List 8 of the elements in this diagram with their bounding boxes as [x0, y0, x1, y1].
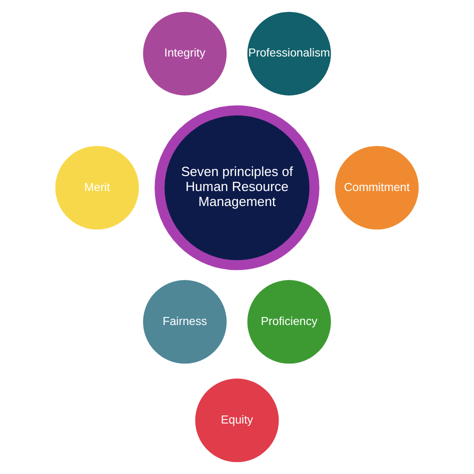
node-circle: Merit [55, 146, 139, 230]
node-circle: Commitment [335, 146, 419, 230]
node-circle: Fairness [143, 280, 227, 364]
node-circle: Proficiency [247, 280, 331, 364]
node-circle: Seven principles of Human Resource Management [154, 105, 320, 270]
node-circle: Integrity [143, 12, 227, 96]
node-circle: Professionalism [247, 12, 331, 96]
node-circle: Equity [195, 378, 279, 462]
